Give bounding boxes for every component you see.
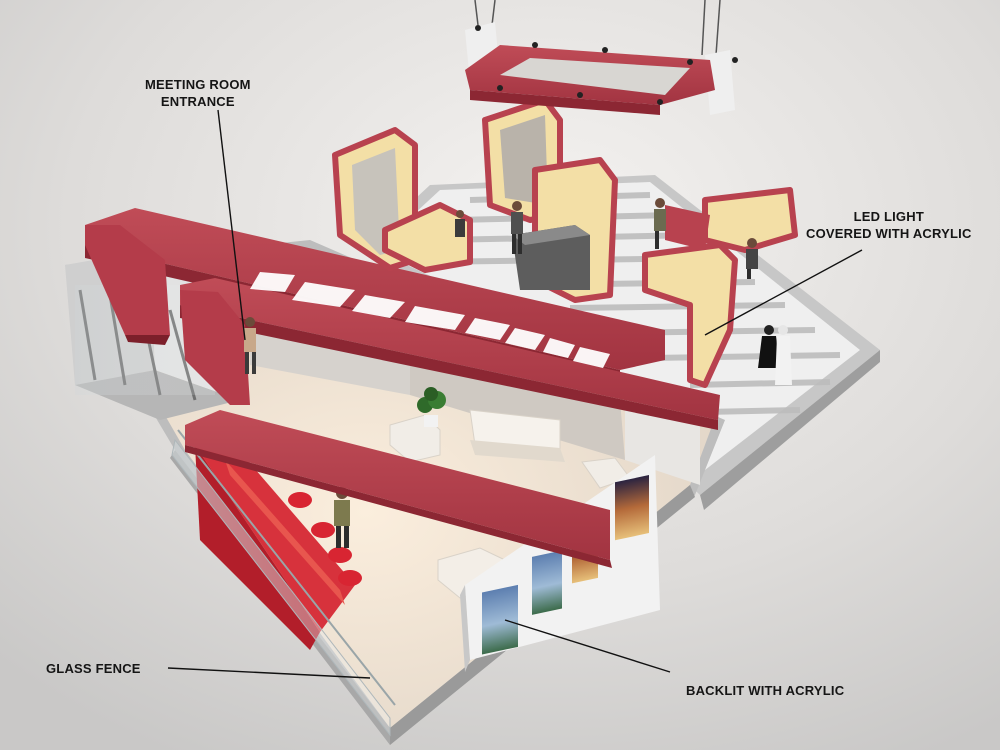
lounge-sofas [389,387,631,599]
leader-glass-fence [167,667,371,679]
callout-meeting-room-line-2: ENTRANCE [160,94,235,109]
callout-glass-fence: GLASS FENCE [46,661,141,676]
glass-fence [171,429,396,737]
callout-led-light: LED LIGHT COVERED WITH ACRYLIC [806,208,972,242]
hanging-ceiling-rig [465,0,738,115]
callout-led-light-line-1: LED LIGHT [853,209,924,224]
callout-meeting-room-entrance: MEETING ROOM ENTRANCE [145,76,251,110]
backlit-display-wall [460,455,660,672]
led-frame-sculptures [332,97,798,388]
leader-led-light [704,249,863,336]
potted-plant [417,387,446,427]
leader-meeting-room [217,109,246,341]
visitors-back-island [455,198,792,385]
callout-meeting-room-line-1: MEETING ROOM [145,77,251,92]
leader-backlit [504,619,671,673]
callout-backlit-acrylic: BACKLIT WITH ACRYLIC [686,683,845,698]
bar-stools [288,492,362,586]
person-at-entrance [244,317,256,374]
red-beams [85,208,720,568]
callout-leaders [167,109,863,679]
callout-led-light-line-2: COVERED WITH ACRYLIC [806,226,972,241]
